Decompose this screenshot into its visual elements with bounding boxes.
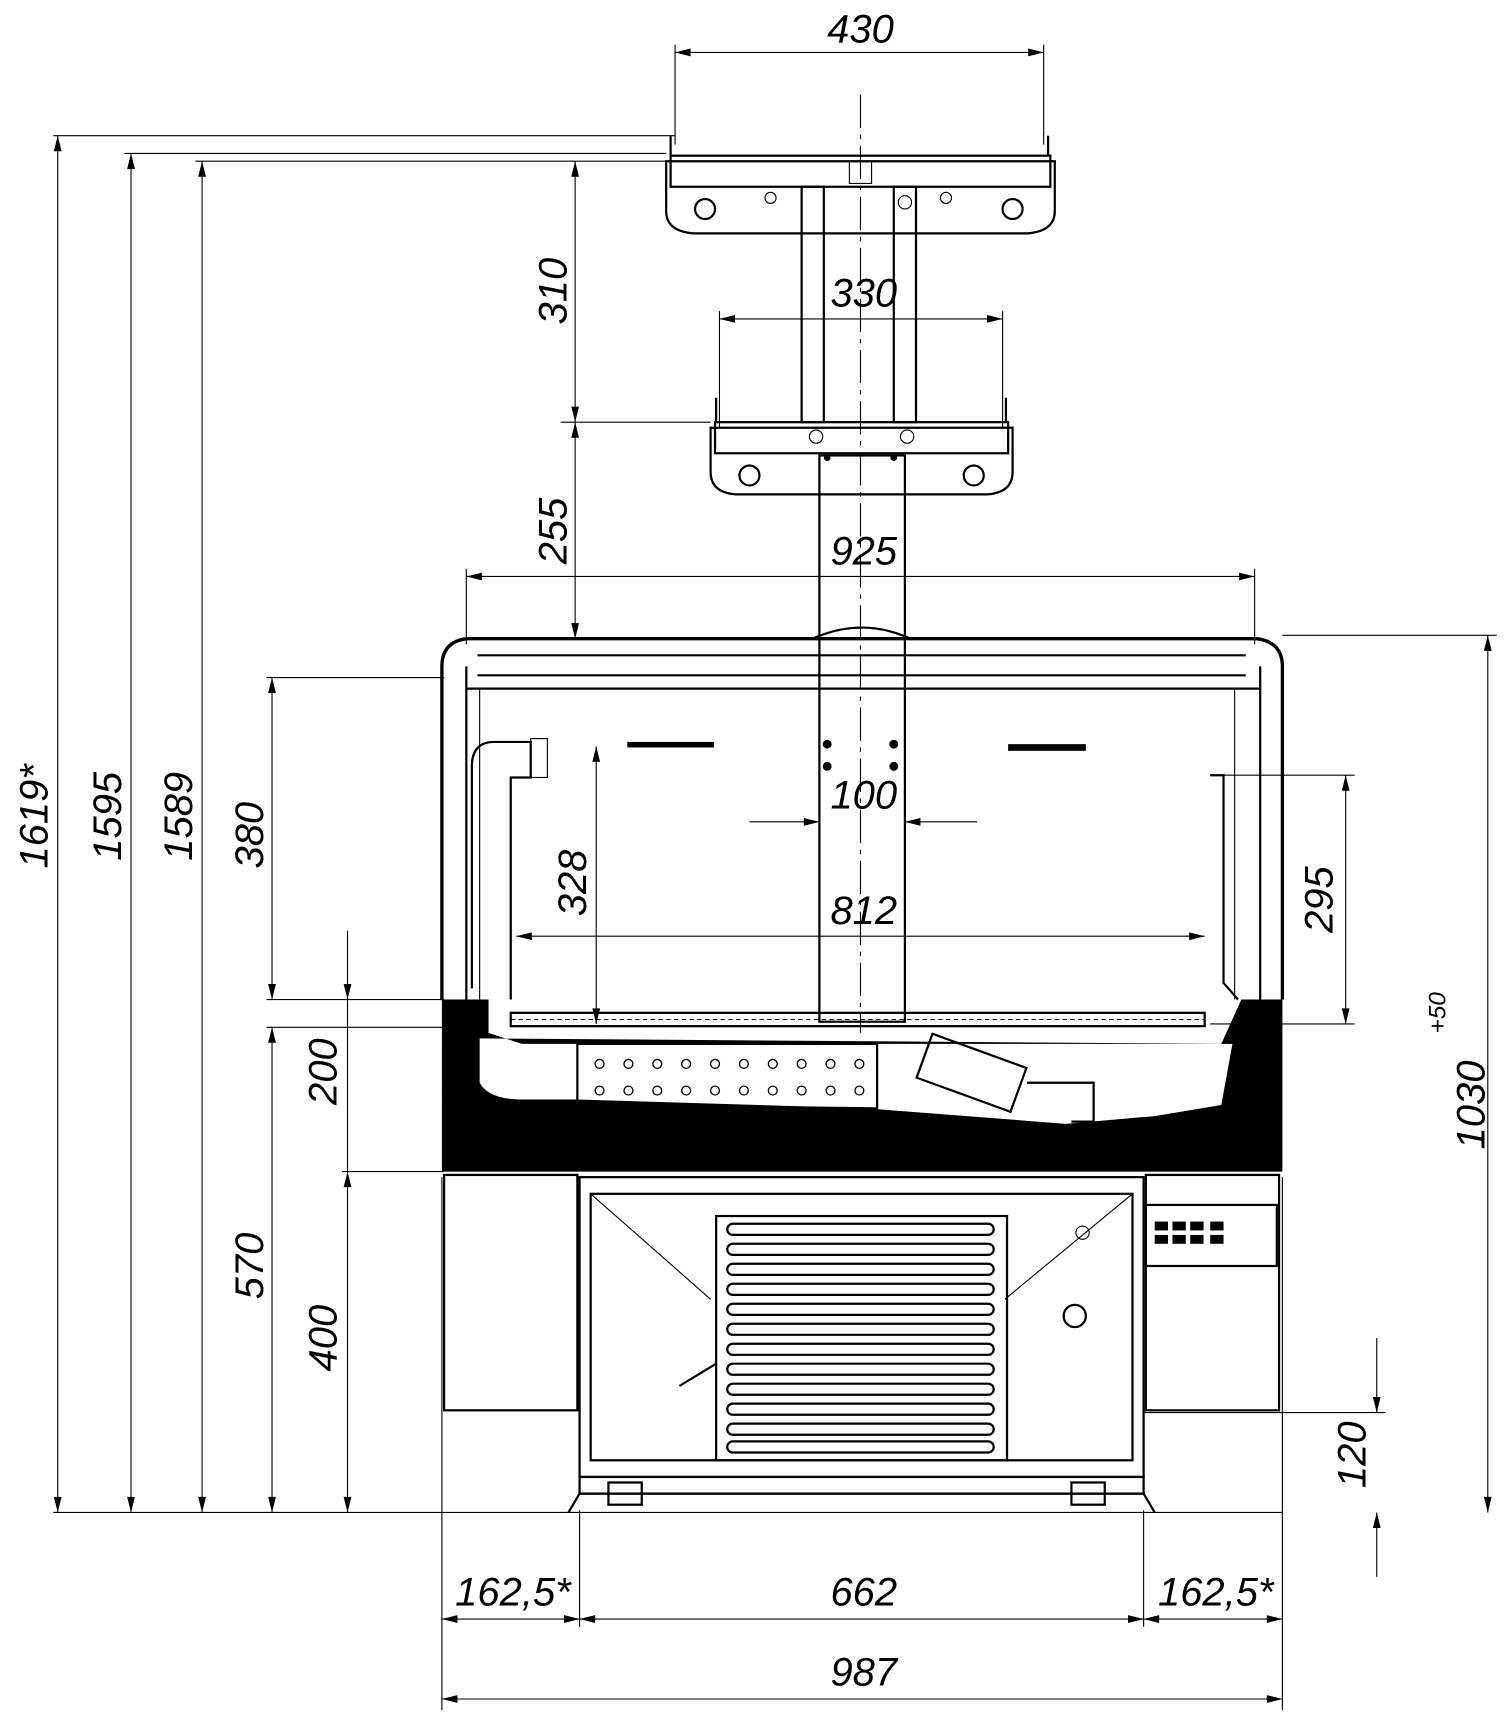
dim-200: 200 bbox=[301, 1038, 345, 1106]
insulated-base bbox=[441, 999, 1283, 1172]
machine-compartment bbox=[443, 1173, 1281, 1514]
dim-662: 662 bbox=[830, 1571, 897, 1615]
central-column bbox=[812, 454, 911, 1023]
dim-100: 100 bbox=[830, 774, 897, 818]
dim-400: 400 bbox=[301, 1305, 345, 1372]
dimension-lines bbox=[53, 48, 1492, 1703]
middle-shelf bbox=[709, 397, 1014, 496]
dim-1595: 1595 bbox=[86, 771, 130, 861]
dim-812: 812 bbox=[830, 889, 897, 933]
dim-120: 120 bbox=[1331, 1421, 1375, 1488]
dim-430: 430 bbox=[827, 7, 894, 51]
dim-987: 987 bbox=[830, 1651, 898, 1695]
top-shelf bbox=[665, 135, 1056, 235]
dim-162-5-left: 162,5* bbox=[455, 1571, 572, 1615]
dim-255: 255 bbox=[531, 497, 575, 565]
dim-1589: 1589 bbox=[157, 772, 201, 861]
dim-162-5-right: 162,5* bbox=[1158, 1571, 1275, 1615]
dim-1030-tolerance: +50 bbox=[1425, 992, 1452, 1034]
dim-380: 380 bbox=[228, 802, 272, 869]
display-case-upper bbox=[440, 637, 1285, 1028]
evaporator bbox=[576, 1032, 1095, 1123]
dim-925: 925 bbox=[830, 529, 897, 573]
dimension-labels: 430 330 310 255 925 100 812 328 380 295 … bbox=[13, 7, 1494, 1694]
dim-295: 295 bbox=[1297, 865, 1341, 933]
dim-1619: 1619* bbox=[13, 763, 57, 869]
dim-310: 310 bbox=[531, 258, 575, 325]
dim-330: 330 bbox=[830, 272, 897, 316]
dim-328: 328 bbox=[551, 850, 595, 917]
dim-1030: 1030 bbox=[1449, 1061, 1493, 1150]
condenser-coil bbox=[678, 1214, 1090, 1462]
dim-570: 570 bbox=[228, 1233, 272, 1300]
